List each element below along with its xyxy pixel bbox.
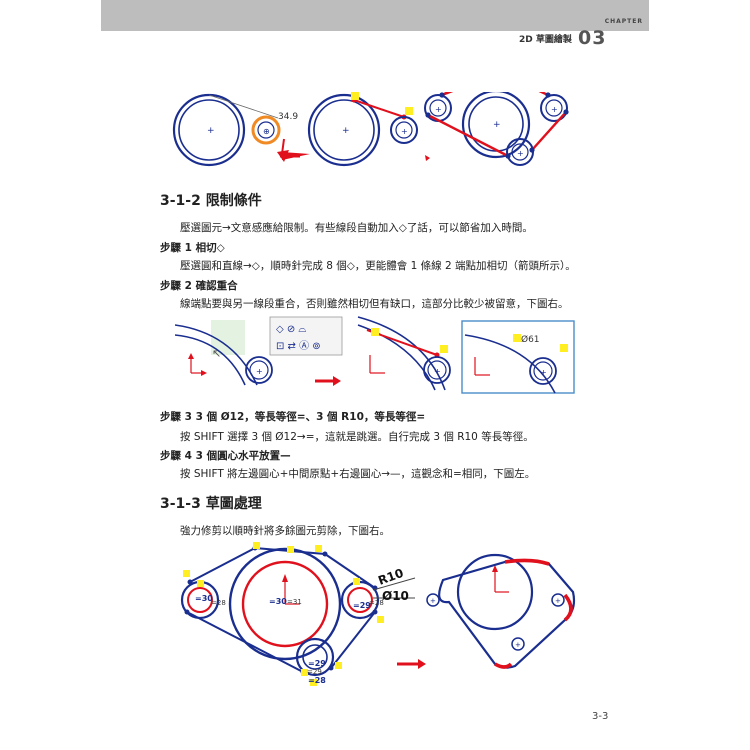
label-eq30a: =30 — [195, 594, 213, 603]
step-4-title: 步驟 4 3 個圓心水平放置— — [160, 450, 291, 462]
svg-text:+: + — [493, 120, 501, 130]
sketch-after-trim: + + + — [426, 553, 576, 669]
label-eq31: =31 — [287, 598, 302, 606]
step-1-text: 壓選圓和直線→◇，順時針完成 8 個◇，更能體會 1 條線 2 端點加相切（箭頭… — [180, 260, 576, 272]
sketch-c: + + + + — [424, 92, 569, 166]
dim-61: Ø61 — [521, 334, 540, 345]
step-1-title: 步驟 1 相切◇ — [160, 242, 225, 254]
svg-text:+: + — [555, 597, 561, 605]
sketch-b: + + — [280, 92, 418, 167]
label-eq29: =29 — [353, 601, 371, 610]
sketch-before-trim: =30 =28 =30 =31 =29 =28 =29 =28 =29 R10 … — [180, 542, 426, 686]
svg-text:+: + — [517, 149, 524, 158]
section-intro-constraints: 壓選圖元→文意感應給限制。有些線段自動加入◇了話，可以節省加入時間。 — [180, 222, 533, 234]
chapter-title: 2D 草圖繪製 — [519, 35, 572, 45]
sketch-context-toolbar: + ◇ ⊘ ⌓ ⊡ ⇄ Ⓐ ⊚ ↖ — [175, 316, 343, 386]
label-eq29b: =29 — [308, 659, 326, 668]
sketch-a: + ⊕ 34.9 — [172, 93, 298, 167]
svg-text:+: + — [434, 367, 441, 376]
step-4-text: 按 SHIFT 將左邊圓心+中間原點+右邊圓心→—，這觀念和=相同，下圖左。 — [180, 468, 536, 480]
chapter-number: 03 — [578, 27, 607, 49]
label-eq28b: =28 — [369, 599, 384, 607]
label-d10: Ø10 — [382, 589, 409, 603]
chapter-label: CHAPTER — [604, 18, 643, 25]
svg-text:+: + — [435, 105, 442, 114]
svg-text:⊡ ⇄ Ⓐ ⊚: ⊡ ⇄ Ⓐ ⊚ — [276, 340, 321, 352]
svg-text:+: + — [207, 126, 215, 136]
section-heading-constraints: 3-1-2 限制條件 — [160, 193, 262, 209]
header-bar — [101, 0, 649, 31]
svg-text:◇ ⊘ ⌓: ◇ ⊘ ⌓ — [276, 324, 306, 335]
svg-text:↖: ↖ — [212, 347, 221, 360]
svg-text:+: + — [256, 367, 263, 376]
step-2-text: 線端點要與另一線段重合，否則雖然相切但有缺口，這部分比較少被留意，下圖右。 — [180, 298, 569, 310]
svg-text:+: + — [430, 597, 436, 605]
label-eq28a: =28 — [211, 599, 226, 607]
step-3-title: 步驟 3 3 個 Ø12，等長等徑=、3 個 R10，等長等徑= — [160, 411, 426, 423]
figure-coincident-check: + ◇ ⊘ ⌓ ⊡ ⇄ Ⓐ ⊚ ↖ + + Ø61 — [175, 316, 575, 394]
section-intro-sketch-processing: 強力修剪以順時針將多餘圖元剪除，下圖右。 — [180, 525, 390, 537]
svg-text:+: + — [551, 105, 558, 114]
section-heading-sketch-processing: 3-1-3 草圖處理 — [160, 496, 262, 512]
step-3-text: 按 SHIFT 選擇 3 個 Ø12→=，這就是跳選。自行完成 3 個 R10 … — [180, 431, 534, 443]
svg-text:+: + — [342, 126, 350, 136]
label-eq28c: =28 — [308, 676, 326, 685]
label-eq29c: =29 — [307, 668, 322, 676]
sketch-coincident-detail: + — [315, 316, 451, 391]
svg-text:+: + — [540, 368, 547, 377]
svg-text:⊕: ⊕ — [263, 127, 270, 136]
figure-trim-sketch: =30 =28 =30 =31 =29 =28 =29 =28 =29 R10 … — [180, 542, 576, 686]
label-eq30b: =30 — [269, 597, 287, 606]
svg-text:+: + — [515, 641, 521, 649]
page-number: 3-3 — [592, 711, 609, 722]
svg-text:+: + — [401, 127, 408, 136]
sketch-dim-61: + Ø61 — [461, 320, 575, 394]
step-2-title: 步驟 2 確認重合 — [160, 280, 238, 292]
dim-349: 34.9 — [278, 112, 298, 122]
figure-tangent-sketches: + ⊕ 34.9 + + + — [172, 92, 569, 167]
